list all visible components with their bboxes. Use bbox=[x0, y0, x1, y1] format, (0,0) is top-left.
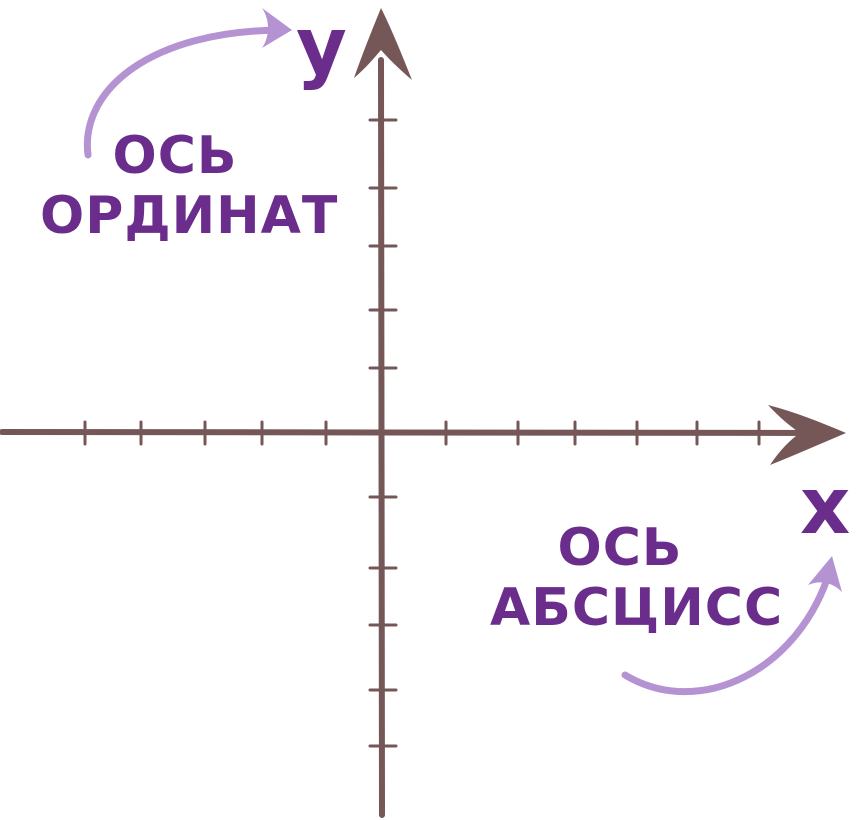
y-pointer-arrow bbox=[83, 26, 289, 159]
y-caption-line2: ординат bbox=[40, 186, 339, 246]
y-pointer-arrowhead bbox=[262, 8, 292, 48]
x-pointer-arrow bbox=[621, 566, 834, 695]
y-caption-line1: ось bbox=[112, 126, 238, 186]
x-caption-line2: абсцисс bbox=[490, 578, 784, 638]
x-axis-line bbox=[0, 429, 823, 436]
x-axis-arrowhead bbox=[768, 405, 846, 465]
y-axis-line bbox=[378, 57, 385, 818]
x-axis-caption: ось абсцисс bbox=[490, 518, 784, 638]
x-pointer-arrowhead bbox=[808, 556, 842, 592]
y-axis-caption: ось ординат bbox=[40, 126, 339, 246]
y-axis-letter: y bbox=[296, 2, 347, 92]
x-axis-letter: x bbox=[800, 462, 851, 552]
y-axis-arrowhead bbox=[354, 8, 412, 80]
x-caption-line1: ось bbox=[557, 518, 683, 578]
